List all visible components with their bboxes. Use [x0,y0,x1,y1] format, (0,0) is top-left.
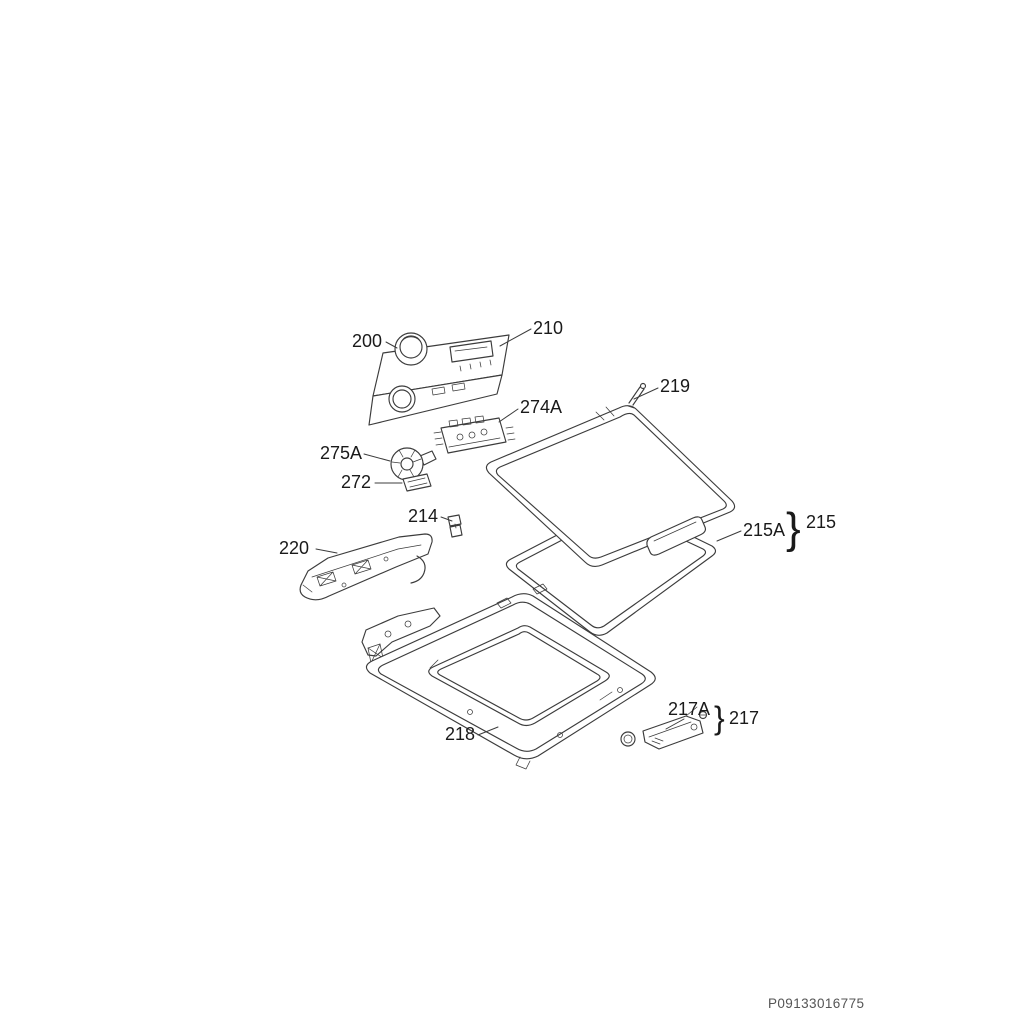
brace-217: } [714,700,725,736]
part-200-program-knob [394,332,428,366]
document-code: P09133016775 [768,996,864,1011]
brace-215: } [786,504,801,553]
label-217a: 217A [668,699,710,719]
label-274a: 274A [520,397,562,417]
label-217: 217 [729,708,759,728]
part-218-top-frame [361,583,656,770]
label-215: 215 [806,512,836,532]
label-214: 214 [408,506,438,526]
label-200: 200 [352,331,382,351]
part-210-control-panel [368,334,510,426]
label-272: 272 [341,472,371,492]
lid-handle [646,516,707,556]
part-220-bracket-rail [299,533,433,601]
part-275a-rotary-encoder [390,447,437,481]
part-214-clip [447,514,463,538]
part-274a-control-module [433,415,516,454]
label-219: 219 [660,376,690,396]
leader-lines [315,328,742,736]
part-272-plate [402,473,432,492]
label-220: 220 [279,538,309,558]
label-210: 210 [533,318,563,338]
label-215a: 215A [743,520,785,540]
part-219-hinge-pin [627,382,647,409]
label-218: 218 [445,724,475,744]
part-215-lid [485,405,736,568]
label-275a: 275A [320,443,362,463]
part-217a-lid-lock [620,706,708,750]
part-labels: 200 210 219 274A 275A 272 214 220 215A }… [279,318,836,744]
